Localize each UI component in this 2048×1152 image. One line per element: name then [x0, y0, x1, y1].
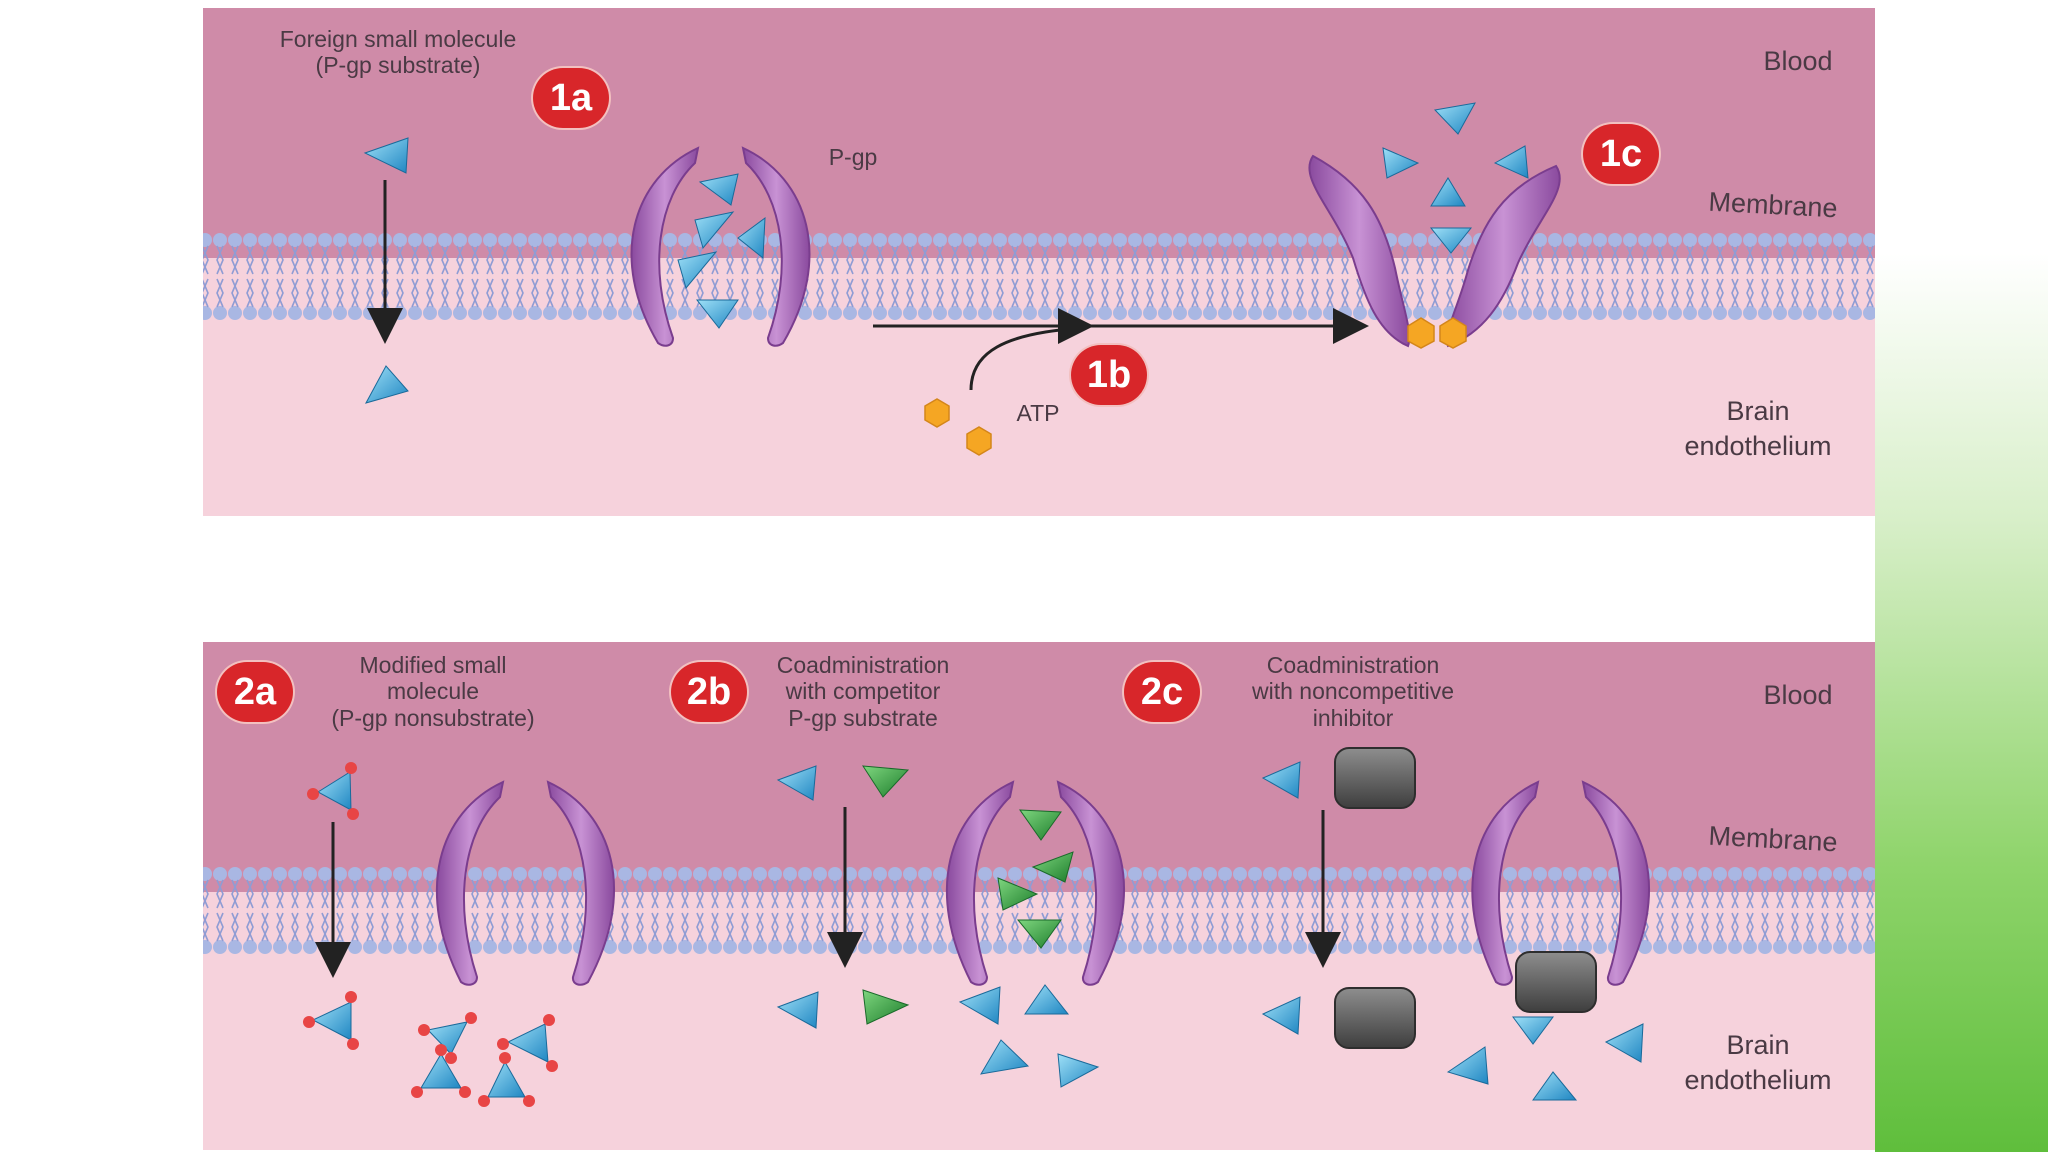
brain-endothelium-label-bottom: Brain endothelium	[1684, 1030, 1832, 1096]
substrate-molecules-effluxed	[1382, 102, 1529, 254]
pgp-label: P-gp	[828, 144, 878, 170]
step-badge-1a: 1a	[533, 68, 609, 128]
competitor-label: Coadministration with competitor P-gp su…	[776, 652, 950, 731]
competitor-molecules-in-pgp	[997, 809, 1074, 949]
foreign-molecule-label: Foreign small molecule (P-gp substrate)	[279, 26, 517, 79]
pgp-open-transporter	[630, 146, 811, 347]
brain-endothelium-label-top: Brain endothelium	[1684, 396, 1832, 462]
molecules-2c-endothelium	[1261, 987, 1644, 1101]
step-badge-2b: 2b	[671, 662, 747, 722]
inhibitor-molecule-blood	[1334, 747, 1416, 809]
pgp-transporter-2a	[435, 780, 616, 986]
atp-label: ATP	[1016, 400, 1060, 426]
blood-label-bottom: Blood	[1763, 680, 1833, 710]
atp-curve-arrow	[969, 326, 1084, 391]
competitor-molecule-blood	[862, 765, 910, 798]
modified-molecules-endothelium	[303, 991, 558, 1107]
modified-molecule-blood	[307, 762, 359, 820]
step-badge-1b: 1b	[1071, 345, 1147, 405]
panel-strategies: Modified small molecule (P-gp nonsubstra…	[203, 642, 1875, 1150]
molecules-2b-endothelium	[776, 984, 1100, 1088]
step-badge-2a: 2a	[217, 662, 293, 722]
panel-efflux-mechanism: Foreign small molecule (P-gp substrate) …	[203, 8, 1875, 516]
blood-region	[203, 642, 1875, 892]
noncompetitive-label: Coadministration with noncompetitive inh…	[1252, 652, 1454, 731]
substrate-molecule-2b-blood	[776, 765, 817, 801]
substrate-molecule-2c-blood	[1261, 761, 1301, 799]
inhibitor-bound-to-pgp	[1515, 951, 1597, 1013]
bottom-diagram-canvas	[203, 642, 1875, 1150]
atp-molecules	[924, 398, 992, 456]
substrate-molecules-in-pgp	[677, 173, 766, 329]
blood-label-top: Blood	[1763, 46, 1833, 76]
step-badge-1c: 1c	[1583, 124, 1659, 184]
pgp-transporter-2c	[1471, 780, 1651, 986]
green-gradient-strip	[1875, 0, 2048, 1152]
pgp-closed-transporter	[1308, 154, 1561, 349]
step-badge-2c: 2c	[1124, 662, 1200, 722]
substrate-molecule-blood	[363, 137, 409, 174]
top-diagram-canvas	[203, 8, 1875, 516]
modified-molecule-label: Modified small molecule (P-gp nonsubstra…	[331, 652, 535, 731]
endothelium-region	[203, 258, 1875, 516]
pgp-transporter-2b	[945, 780, 1126, 986]
substrate-molecule-endothelium	[364, 365, 409, 404]
